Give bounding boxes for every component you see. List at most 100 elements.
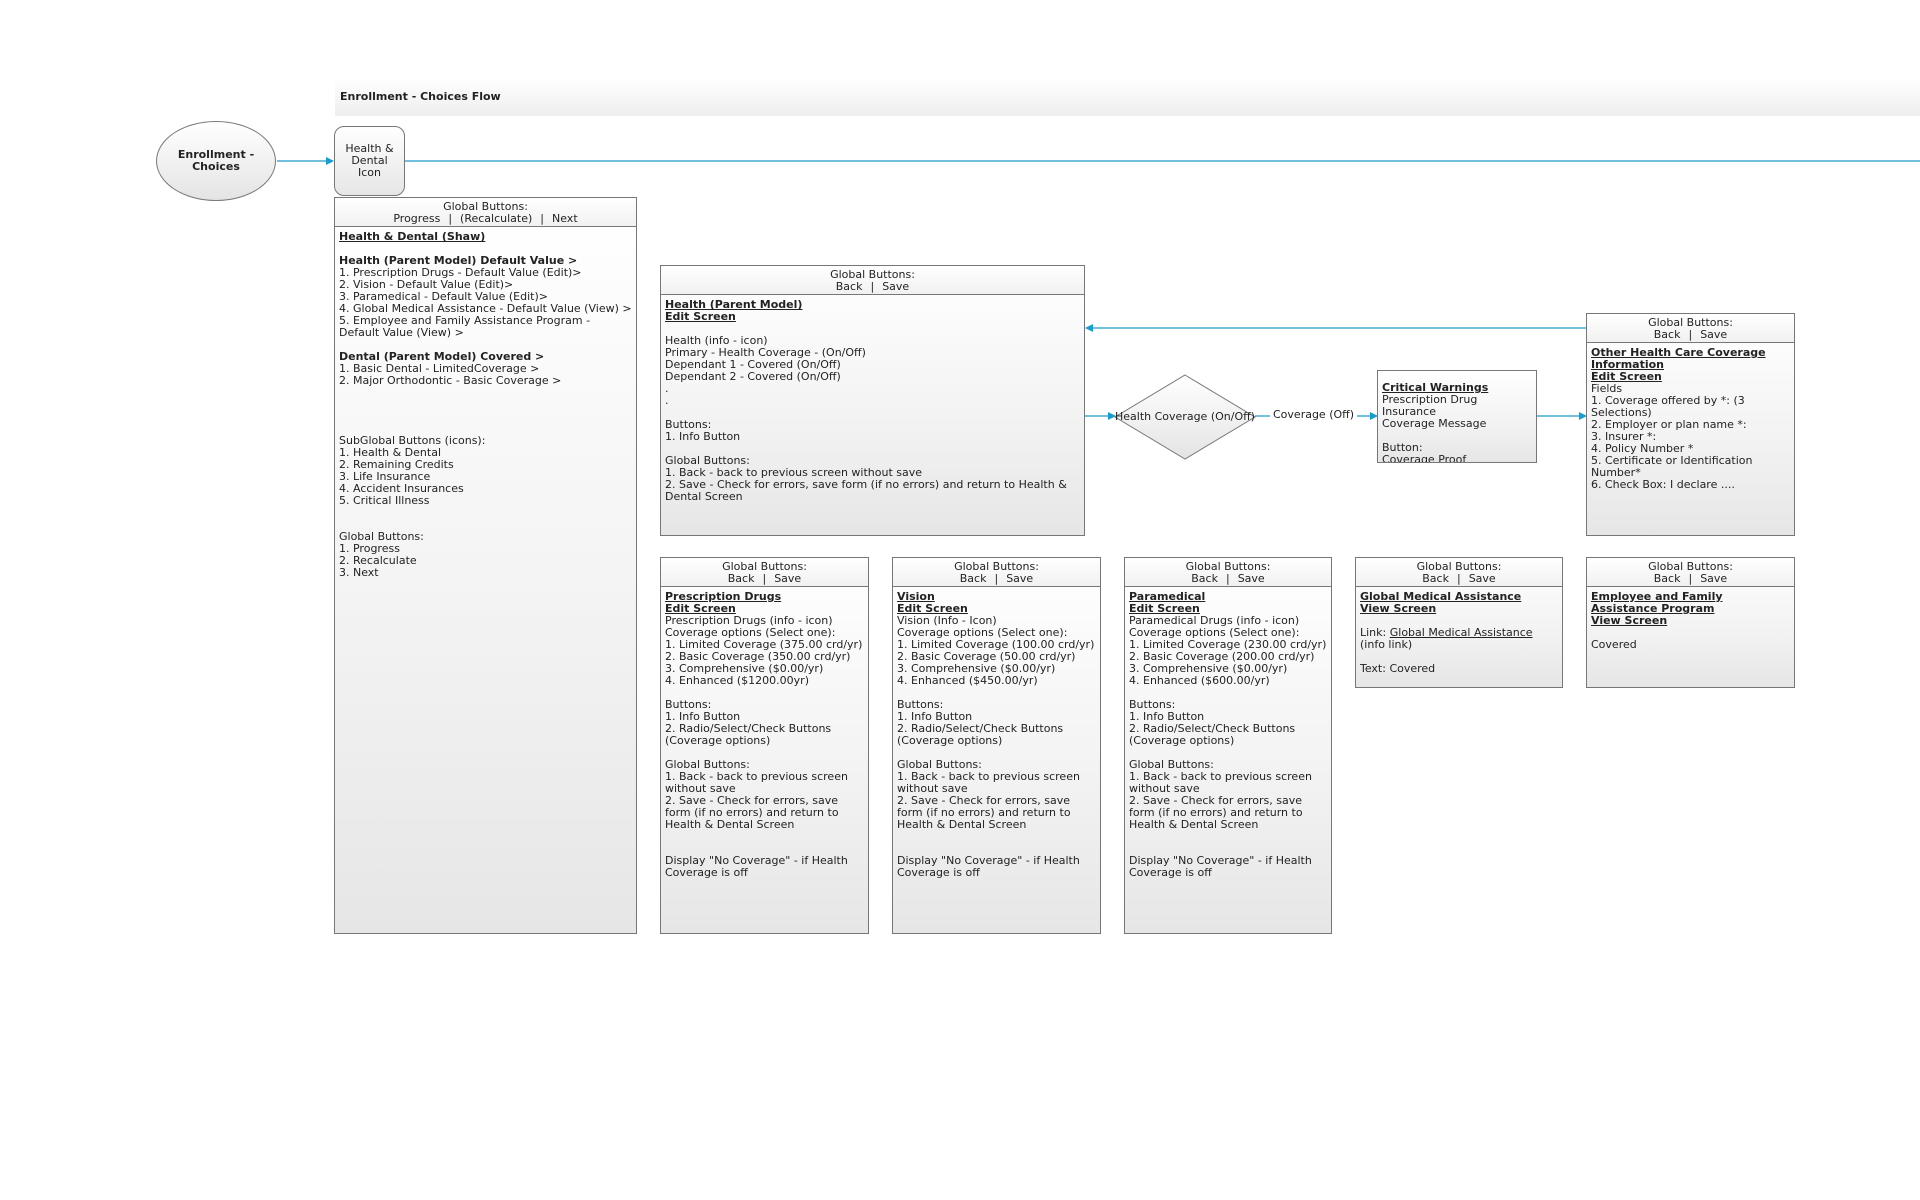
card-title: Vision [897,590,935,603]
field-line: 4. Enhanced ($450.00/yr) [897,674,1038,687]
card-employee-family-assistance: Global Buttons: Back|Save Employee and F… [1586,557,1795,688]
field-line: 4. Enhanced ($600.00/yr) [1129,674,1270,687]
field-line: 3. Comprehensive ($0.00/yr) [1129,662,1288,675]
card-body: Employee and Family Assistance Program V… [1587,587,1794,655]
field-line: Fields [1591,382,1623,395]
header-save: Save [1237,572,1265,585]
card-body: Vision Edit Screen Vision (Info - Icon) … [893,587,1100,883]
global-item: 2. Recalculate [339,554,417,567]
health-heading: Health (Parent Model) Default Value > [339,254,578,267]
card-subtitle: Edit Screen [1129,602,1200,615]
no-coverage-note: Display "No Coverage" - if Health Covera… [1129,854,1312,879]
field-line: 1. Coverage offered by *: (3 Selections) [1591,394,1745,419]
header-save: Save [1700,572,1728,585]
card-subtitle: Edit Screen [1591,370,1662,383]
field-line: Vision (Info - Icon) [897,614,997,627]
field-line: 3. Insurer *: [1591,430,1657,443]
card-title: Health (Parent Model) [665,298,803,311]
card-health-dental: Global Buttons: Progress|(Recalculate)|N… [334,197,637,934]
header-back: Back [1653,572,1681,585]
header-back: Back [1422,572,1449,585]
buttons-heading: Buttons: [897,698,944,711]
subglobal-item: 4. Accident Insurances [339,482,464,495]
header-progress: Progress [393,212,441,225]
decision-diamond [1114,374,1256,460]
link-line: Link: Global Medical Assistance (info li… [1360,627,1558,651]
card-header: Global Buttons: Back|Save [1125,558,1331,587]
health-item: 2. Vision - Default Value (Edit)> [339,278,514,291]
global-item: 1. Back - back to previous screen withou… [897,770,1080,795]
field-line: 4. Policy Number * [1591,442,1694,455]
dental-item: 1. Basic Dental - LimitedCoverage > [339,362,540,375]
edge-label-coverage-off: Coverage (Off) [1270,408,1358,421]
global-heading: Global Buttons: [665,454,750,467]
card-body: Paramedical Edit Screen Paramedical Drug… [1125,587,1331,883]
start-node-label: Enrollment - Choices [177,148,255,173]
header-label: Global Buttons: [1416,560,1502,573]
card-title: Global Medical Assistance [1360,590,1522,603]
button-item: 2. Radio/Select/Check Buttons (Coverage … [665,722,832,747]
field-line: 2. Basic Coverage (350.00 crd/yr) [665,650,851,663]
header-back: Back [835,280,863,293]
field-line: 3. Comprehensive ($0.00/yr) [665,662,824,675]
header-back: Back [1653,328,1681,341]
field-line: Coverage options (Select one): [665,626,836,639]
header-label: Global Buttons: [1185,560,1271,573]
field-line: 6. Check Box: I declare .... [1591,478,1735,491]
field-line: Dependant 1 - Covered (On/Off) [665,358,841,371]
header-label: Global Buttons: [1648,560,1733,573]
warning-line: Prescription Drug Insurance [1382,393,1478,418]
global-item: 1. Back - back to previous screen withou… [665,770,848,795]
card-header: Global Buttons: Back|Save [893,558,1100,587]
global-item: 1. Back - back to previous screen withou… [1129,770,1312,795]
field-line: Paramedical Drugs (info - icon) [1129,614,1300,627]
card-subtitle: View Screen [1360,602,1437,615]
button-item: 1. Info Button [1129,710,1205,723]
field-line: 2. Basic Coverage (50.00 crd/yr) [897,650,1076,663]
header-back: Back [1191,572,1218,585]
no-coverage-note: Display "No Coverage" - if Health Covera… [665,854,848,879]
global-heading: Global Buttons: [1129,758,1214,771]
health-item: 3. Paramedical - Default Value (Edit)> [339,290,548,303]
header-save: Save [1468,572,1496,585]
card-title: Health & Dental (Shaw) [339,230,486,243]
card-other-health-coverage: Global Buttons: Back|Save Other Health C… [1586,313,1795,536]
gma-info-link[interactable]: Global Medical Assistance [1389,626,1533,639]
field-line: 1. Limited Coverage (375.00 crd/yr) [665,638,863,651]
field-line: Health (info - icon) [665,334,768,347]
card-subtitle: View Screen [1591,614,1668,627]
header-label: Global Buttons: [1648,316,1733,329]
buttons-heading: Buttons: [1129,698,1176,711]
field-line: 5. Certificate or Identification Number* [1591,454,1753,479]
health-item: 5. Employee and Family Assistance Progra… [339,314,591,339]
card-subtitle: Edit Screen [665,310,736,323]
field-line: 1. Limited Coverage (230.00 crd/yr) [1129,638,1327,651]
button-item: Coverage Proof [1382,453,1467,463]
subglobal-item: 1. Health & Dental [339,446,442,459]
button-item: 2. Radio/Select/Check Buttons (Coverage … [1129,722,1296,747]
subglobal-item: 5. Critical Illness [339,494,430,507]
no-coverage-note: Display "No Coverage" - if Health Covera… [897,854,1080,879]
field-line: Dependant 2 - Covered (On/Off) [665,370,841,383]
swimlane-header [335,78,1920,116]
warning-line: Coverage Message [1382,417,1487,430]
buttons-heading: Buttons: [665,698,712,711]
header-buttons: Progress|(Recalculate)|Next [393,212,578,225]
buttons-heading: Buttons: [665,418,712,431]
card-header: Global Buttons: Back|Save [661,558,868,587]
field-line: 4. Enhanced ($1200.00yr) [665,674,809,687]
card-header: Global Buttons: Back|Save [1356,558,1562,587]
header-label: Global Buttons: [830,268,915,281]
card-header: Global Buttons: Back|Save [661,266,1084,295]
card-header: Global Buttons: Back|Save [1587,314,1794,343]
icon-node-label: Health & Dental Icon [345,142,394,179]
card-body: Other Health Care Coverage Information E… [1587,343,1794,495]
card-header: Global Buttons: Progress|(Recalculate)|N… [335,198,636,227]
header-recalculate: (Recalculate) [460,212,533,225]
health-item: 1. Prescription Drugs - Default Value (E… [339,266,582,279]
card-health-edit: Global Buttons: Back|Save Health (Parent… [660,265,1085,536]
field-line: . [665,382,669,395]
button-item: 1. Info Button [665,430,741,443]
health-dental-icon-node: Health & Dental Icon [334,126,405,196]
